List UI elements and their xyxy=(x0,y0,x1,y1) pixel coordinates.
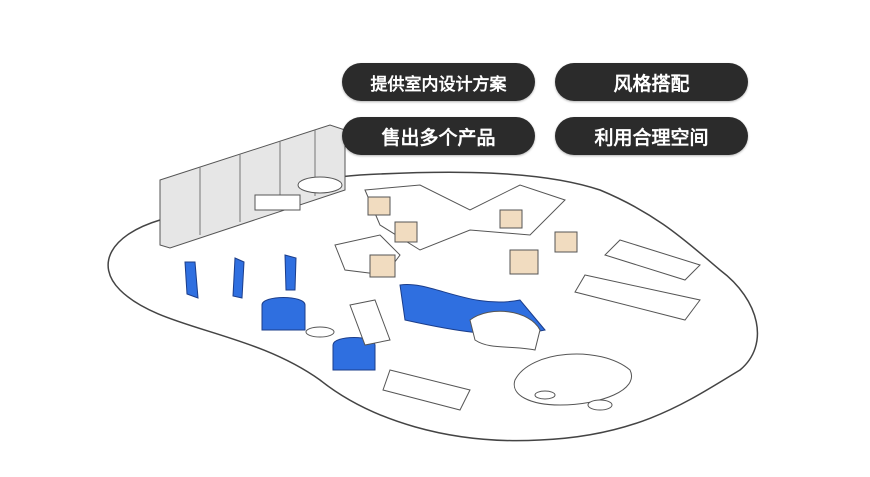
tag-efficient-space-use: 利用合理空间 xyxy=(555,117,748,155)
lounge-area xyxy=(305,299,633,411)
workstation-cluster xyxy=(334,184,578,278)
tag-interior-design-plan: 提供室内设计方案 xyxy=(342,63,535,101)
tag-style-matching: 风格搭配 xyxy=(555,63,748,101)
desk-rows xyxy=(382,239,701,411)
tag-multiple-products-sold: 售出多个产品 xyxy=(342,117,535,155)
glass-meeting-room xyxy=(159,124,346,249)
